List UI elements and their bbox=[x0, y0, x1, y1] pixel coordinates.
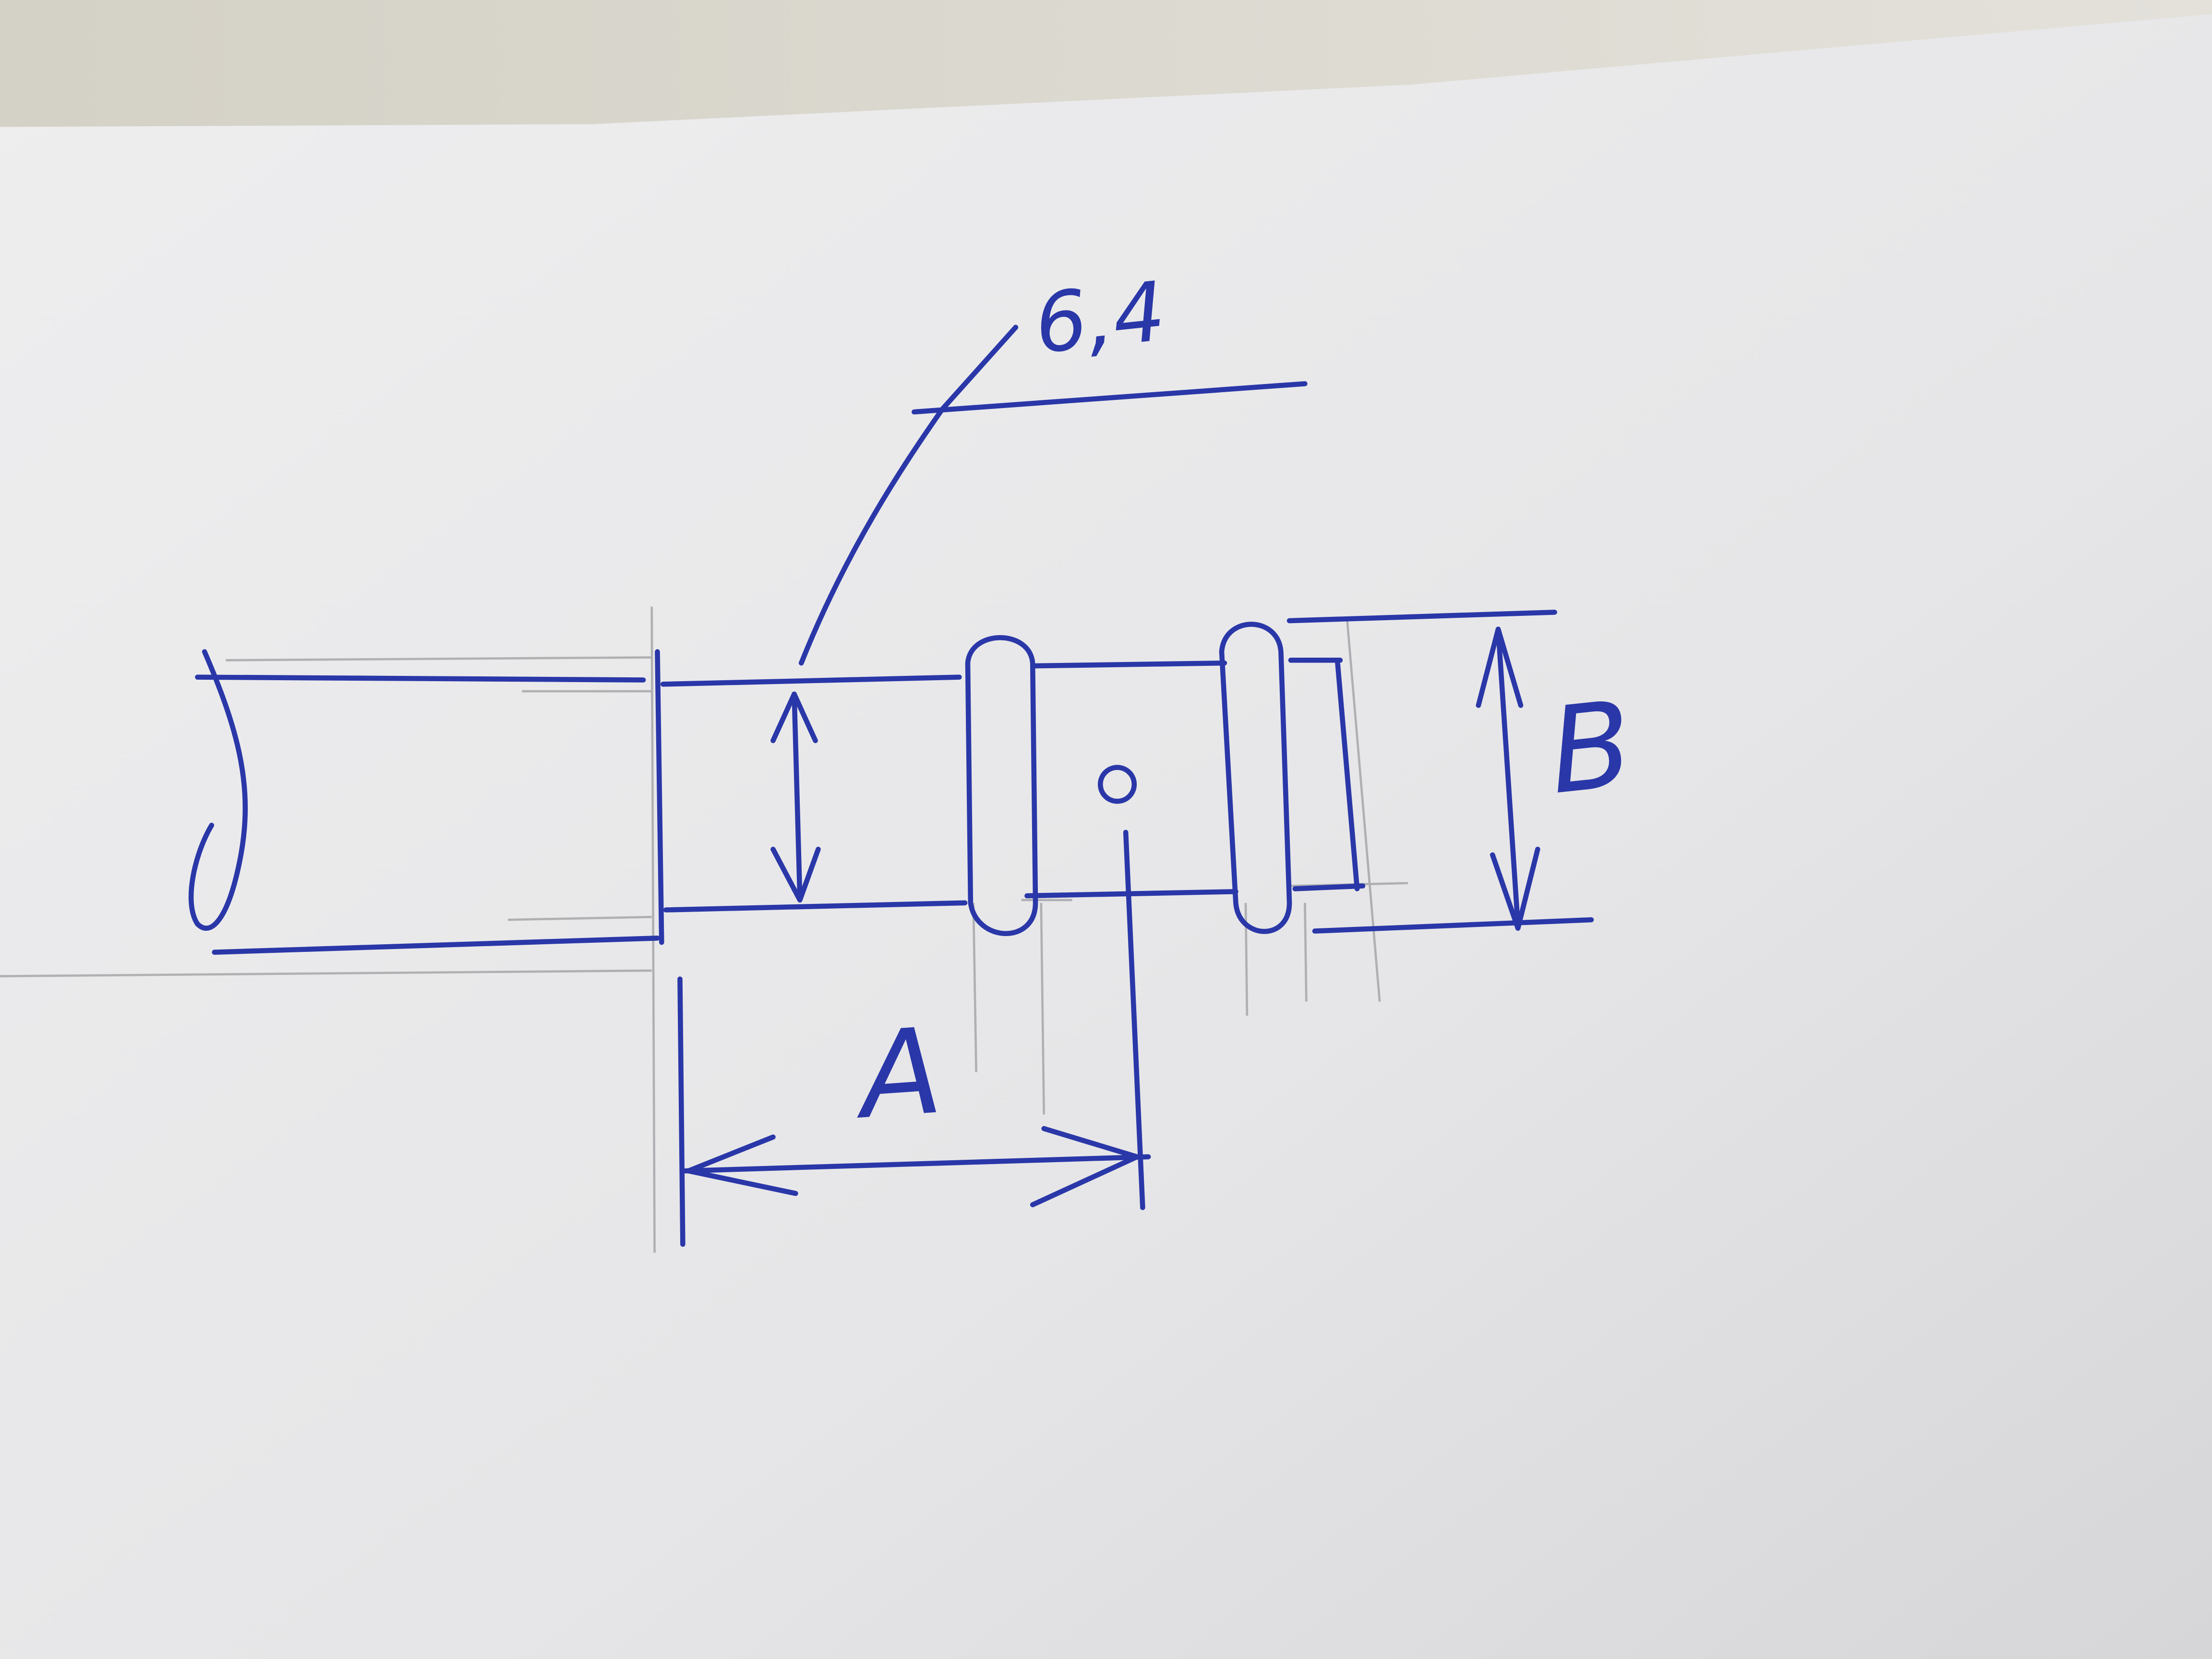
dimension-a-extension-left bbox=[677, 976, 685, 1247]
dimension-b-arrow-bottom bbox=[1490, 846, 1540, 931]
hole-circle bbox=[1097, 765, 1137, 804]
leader-shelf bbox=[912, 381, 1308, 415]
dimension-b-extension-top bbox=[1286, 610, 1557, 624]
dimension-b-arrow-top bbox=[1476, 626, 1524, 708]
dimension-b-extension-bottom bbox=[1312, 917, 1594, 934]
shaft-drawing bbox=[188, 325, 1594, 1247]
section-bottom-edge-1 bbox=[663, 900, 968, 913]
diameter-arrow-bottom bbox=[770, 846, 821, 903]
paper-sheet bbox=[0, 14, 2212, 1659]
break-symbol bbox=[188, 649, 248, 931]
dimension-label-b: B bbox=[1543, 675, 1638, 821]
dimension-a-extension-right bbox=[1123, 830, 1145, 1210]
section-top-edge-1 bbox=[660, 674, 962, 687]
shaft-bottom-edge bbox=[212, 935, 660, 955]
dimension-a-arrow-left bbox=[685, 1134, 798, 1196]
dimension-label-6-4: 6,4 bbox=[1031, 264, 1170, 372]
dimension-a-arrow-right bbox=[1030, 1126, 1140, 1208]
step-shoulder-line bbox=[655, 649, 664, 945]
diameter-dimension-line bbox=[792, 691, 803, 900]
groove-2 bbox=[1219, 622, 1292, 934]
section-top-edge-2 bbox=[1033, 660, 1227, 669]
dimension-a-line bbox=[683, 1154, 1151, 1174]
dimension-label-a: A bbox=[849, 1002, 946, 1146]
groove-1 bbox=[965, 635, 1038, 937]
section-bottom-edge-3 bbox=[1292, 883, 1366, 891]
section-bottom-edge-2 bbox=[1024, 889, 1238, 899]
section-end-face bbox=[1334, 658, 1360, 891]
dimension-b-line bbox=[1495, 626, 1521, 928]
diameter-arrow-top bbox=[770, 691, 818, 744]
shaft-top-edge bbox=[195, 674, 646, 683]
sketch-labels: 6,4 A B bbox=[849, 264, 1638, 1146]
leader-line bbox=[798, 325, 1019, 666]
